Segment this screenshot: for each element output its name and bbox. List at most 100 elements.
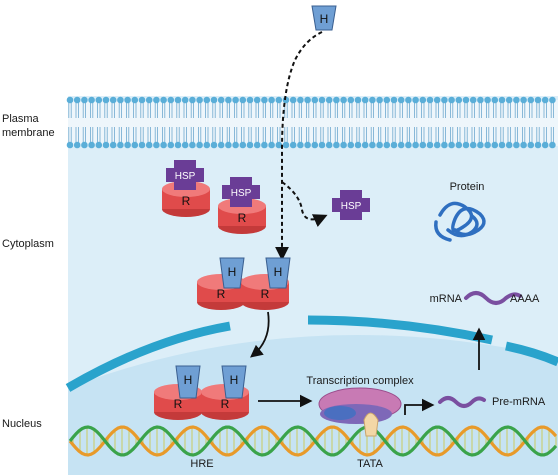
lipid-head — [232, 141, 239, 149]
receptor-label: R — [238, 211, 247, 225]
lipid-head — [426, 141, 434, 149]
lipid-head — [412, 141, 419, 149]
lipid-head — [534, 141, 542, 149]
hormone-receptor-dimer-cytoplasm: R R H H — [197, 257, 291, 310]
transcription-start-arrow — [404, 398, 435, 415]
nuclear-entry-arrow — [250, 311, 270, 358]
hormone-label: H — [274, 265, 283, 279]
lipid-head — [441, 141, 448, 149]
lipid-head — [340, 96, 347, 104]
lipid-head — [109, 96, 117, 104]
lipid-head — [153, 141, 160, 149]
hormone-label: H — [228, 265, 237, 279]
lipid-head — [138, 96, 146, 104]
lipid-head — [225, 96, 232, 104]
lipid-head — [145, 96, 153, 104]
lipid-head — [397, 96, 405, 104]
lipid-head — [102, 141, 110, 149]
lipid-head — [239, 141, 247, 149]
lipid-head — [311, 96, 319, 104]
lipid-head — [181, 96, 189, 104]
lipid-head — [318, 96, 326, 104]
lipid-head — [196, 96, 203, 104]
lipid-head — [491, 96, 499, 104]
lipid-head — [117, 141, 124, 149]
lipid-head — [196, 141, 203, 149]
lipid-head — [239, 96, 247, 104]
lipid-head — [534, 96, 542, 104]
lipid-head — [181, 141, 189, 149]
lipid-head — [311, 141, 319, 149]
dna-helix — [68, 425, 558, 457]
lipid-head — [160, 96, 167, 104]
lipid-head — [484, 96, 491, 104]
lipid-head — [541, 96, 549, 104]
lipid-head — [210, 141, 218, 149]
lipid-head — [426, 96, 434, 104]
lipid-head — [477, 96, 484, 104]
lipid-head — [95, 96, 103, 104]
lipid-head — [369, 141, 376, 149]
lipid-head — [102, 96, 110, 104]
lipid-head — [505, 96, 513, 104]
lipid-head — [282, 141, 290, 149]
lipid-head — [145, 141, 153, 149]
lipid-head — [275, 141, 283, 149]
lipid-head — [354, 141, 362, 149]
lipid-head — [405, 141, 412, 149]
lipid-head — [88, 141, 95, 149]
lipid-head — [289, 96, 297, 104]
lipid-head — [167, 96, 175, 104]
lipid-head — [217, 96, 225, 104]
hsp-release-path — [281, 181, 328, 227]
lipid-head — [412, 96, 419, 104]
lipid-head — [455, 141, 463, 149]
lipid-head — [297, 96, 304, 104]
hsp-label: HSP — [231, 188, 252, 199]
lipid-head — [455, 96, 463, 104]
lipid-head — [167, 141, 175, 149]
lipid-head — [498, 96, 506, 104]
lipid-head — [246, 96, 254, 104]
lipid-head — [131, 96, 139, 104]
lipid-head — [261, 96, 268, 104]
lipid-head — [462, 141, 470, 149]
pre-mrna-strand — [438, 396, 486, 408]
transcription-complex-label: Transcription complex — [306, 375, 414, 387]
lipid-head — [160, 141, 167, 149]
lipid-head — [268, 141, 275, 149]
lipid-head — [124, 96, 131, 104]
plasma-membrane-label-line-1: Plasma — [2, 113, 40, 125]
nuclear-envelope-left — [65, 321, 231, 392]
lipid-head — [232, 96, 239, 104]
lipid-head — [318, 141, 326, 149]
lipid-head — [361, 96, 369, 104]
lipid-head — [347, 141, 355, 149]
lipid-head — [333, 141, 340, 149]
lipid-head — [73, 141, 81, 149]
lipid-head — [527, 96, 535, 104]
lipid-head — [203, 96, 211, 104]
lipid-head — [261, 141, 268, 149]
lipid-head — [325, 96, 333, 104]
lipid-head — [289, 141, 297, 149]
lipid-head — [361, 141, 369, 149]
lipid-head — [340, 141, 347, 149]
lipid-head — [66, 96, 74, 104]
lipid-head — [527, 141, 535, 149]
hsp-receptor-complex-1: R HSP — [162, 160, 210, 217]
lipid-head — [354, 96, 362, 104]
lipid-head — [73, 96, 81, 104]
hsp-receptor-complex-2: R HSP — [218, 177, 266, 234]
lipid-head — [88, 96, 95, 104]
dna-strand-a — [68, 425, 558, 457]
hormone-label: H — [184, 373, 193, 387]
plasma-membrane — [66, 96, 558, 149]
lipid-head — [520, 141, 527, 149]
lipid-head — [433, 96, 441, 104]
cytoplasm-label: Cytoplasm — [2, 238, 54, 250]
hormone-receptor-dimer-nucleus: R R H H — [154, 365, 249, 420]
lipid-head — [203, 141, 211, 149]
lipid-head — [217, 141, 225, 149]
